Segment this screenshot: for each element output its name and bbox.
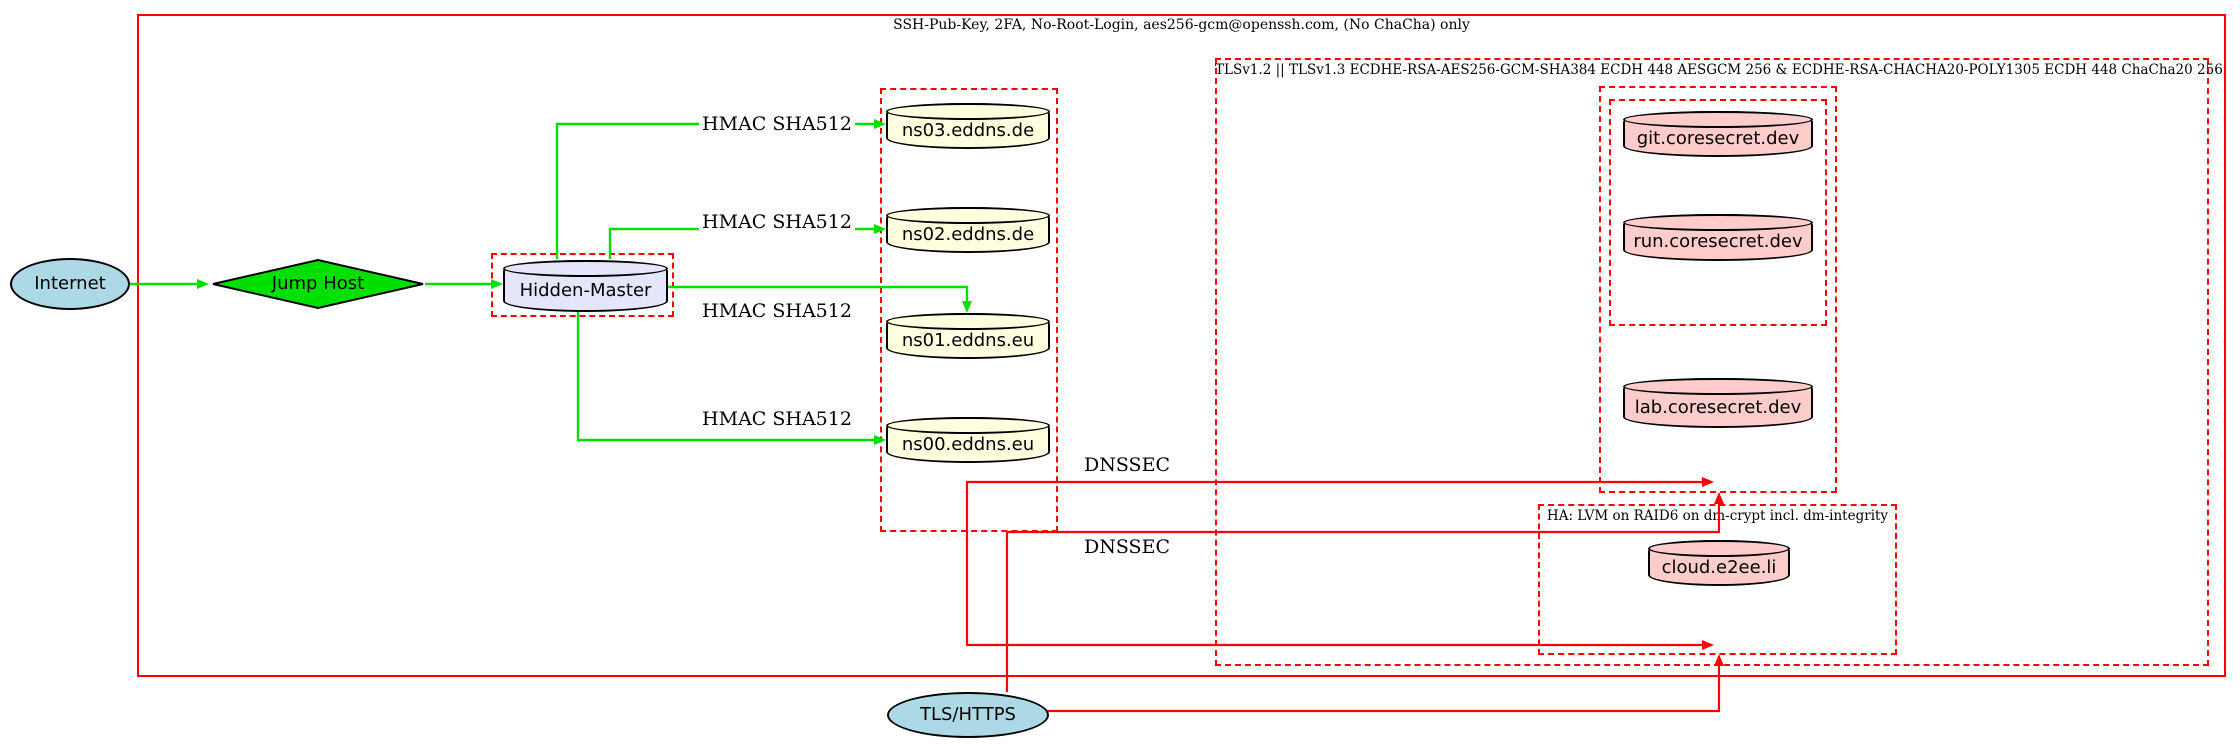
lab-coresecret-node: lab.coresecret.dev [1623,378,1813,428]
ns00-label: ns00.eddns.eu [901,433,1035,455]
jump-host-label: Jump Host [271,273,365,294]
git-coresecret-node: git.coresecret.dev [1623,111,1813,157]
hmac-sha512-label-ns01: HMAC SHA512 [699,300,855,322]
ns00-node: ns00.eddns.eu [886,417,1050,463]
internet-label: Internet [34,273,106,294]
ha-cluster-label: HA: LVM on RAID6 on dm-crypt incl. dm-in… [1546,508,1889,524]
ns01-label: ns01.eddns.eu [901,329,1035,351]
run-coresecret-label: run.coresecret.dev [1633,231,1803,252]
tls-https-label: TLS/HTTPS [919,704,1016,725]
ssh-cluster-label: SSH-Pub-Key, 2FA, No-Root-Login, aes256-… [893,17,1470,33]
run-coresecret-node: run.coresecret.dev [1623,214,1813,261]
hidden-master-node: Hidden-Master [503,260,668,312]
jump-host-node: Jump Host [211,258,425,310]
internet-node: Internet [10,258,130,310]
hidden-master-label: Hidden-Master [519,279,652,301]
cloud-e2ee-label: cloud.e2ee.li [1661,556,1777,578]
git-coresecret-label: git.coresecret.dev [1636,127,1800,149]
cloud-e2ee-node: cloud.e2ee.li [1648,540,1790,586]
ns03-node: ns03.eddns.de [886,103,1050,149]
diamond-shape [212,258,424,310]
ns03-label: ns03.eddns.de [901,119,1035,141]
tls-cluster-label: TLSv1.2 || TLSv1.3 ECDHE-RSA-AES256-GCM-… [1215,62,2223,78]
eddns-cluster-box [880,88,1058,532]
tls-https-node: TLS/HTTPS [887,692,1049,738]
ns02-label: ns02.eddns.de [901,223,1035,245]
ns02-node: ns02.eddns.de [886,207,1050,253]
coresecret-inner-cluster-box [1609,99,1827,326]
hmac-sha512-label-ns02: HMAC SHA512 [699,211,855,233]
lab-coresecret-label: lab.coresecret.dev [1634,396,1802,418]
dnssec-label-ha: DNSSEC [1081,536,1173,558]
dnssec-label-coresecret: DNSSEC [1081,454,1173,476]
hmac-sha512-label-ns03: HMAC SHA512 [699,113,855,135]
ns01-node: ns01.eddns.eu [886,313,1050,359]
hmac-sha512-label-ns00: HMAC SHA512 [699,408,855,430]
